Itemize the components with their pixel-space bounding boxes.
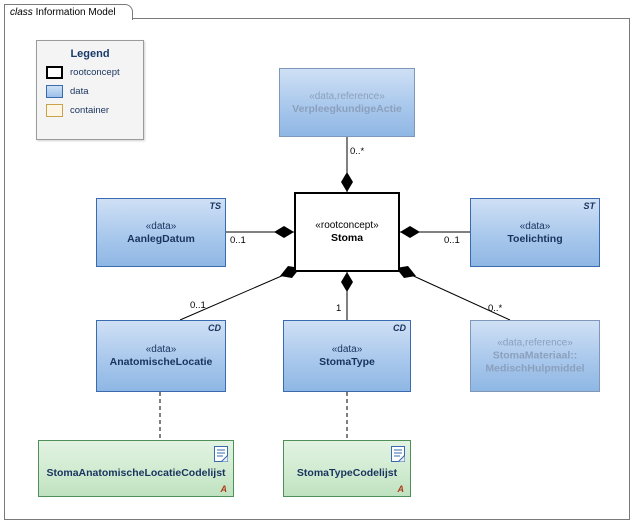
diagram-frame-label: class Information Model <box>4 4 133 20</box>
class-node-stomatypecodelijst[interactable]: StomaTypeCodelijst A <box>283 440 411 497</box>
class-node-aanlegdatum[interactable]: TS «data» AanlegDatum <box>96 198 226 267</box>
frame-keyword: class <box>10 7 33 18</box>
abstract-marker: A <box>220 484 228 494</box>
class-type-tag: CD <box>208 323 221 333</box>
class-node-stomatype[interactable]: CD «data» StomaType <box>283 320 411 392</box>
class-name: StomaTypeCodelijst <box>296 467 398 479</box>
class-stereotype: «data» <box>145 344 177 355</box>
class-name: StomaAnatomischeLocatieCodelijst <box>46 467 226 479</box>
class-node-stomamateriaal[interactable]: «data,reference» StomaMateriaal:: Medisc… <box>470 320 600 392</box>
container-swatch <box>46 104 63 117</box>
class-name: Toelichting <box>507 232 563 245</box>
legend-item-container: container <box>46 104 143 117</box>
data-swatch <box>46 85 63 98</box>
class-name: VerpleegkundigeActie <box>292 102 402 115</box>
class-type-tag: ST <box>583 201 595 211</box>
class-name: StomaType <box>319 356 375 368</box>
class-node-stoma[interactable]: «rootconcept» Stoma <box>294 192 400 272</box>
legend-item-data: data <box>46 85 143 98</box>
class-name: AnatomischeLocatie <box>109 356 213 368</box>
class-node-stomaanatomischelocatiecodelijst[interactable]: StomaAnatomischeLocatieCodelijst A <box>38 440 234 497</box>
class-name: AanlegDatum <box>127 232 195 245</box>
class-stereotype: «rootconcept» <box>315 220 379 231</box>
document-icon <box>214 446 228 462</box>
multiplicity-stomatype: 1 <box>336 303 342 314</box>
class-stereotype: «data» <box>145 220 177 232</box>
rootconcept-swatch <box>46 66 63 79</box>
class-stereotype: «data» <box>519 220 551 232</box>
class-name: Stoma <box>330 232 364 244</box>
legend-item-label: container <box>70 105 110 116</box>
document-icon <box>391 446 405 462</box>
class-type-tag: TS <box>209 201 221 211</box>
legend: Legend rootconcept data container <box>36 40 144 140</box>
multiplicity-toelichting: 0..1 <box>444 235 460 246</box>
class-node-anatomischelocatie[interactable]: CD «data» AnatomischeLocatie <box>96 320 226 392</box>
class-node-verpleegkundigeactie[interactable]: «data,reference» VerpleegkundigeActie <box>279 68 415 137</box>
multiplicity-verpleegkundigeactie: 0..* <box>350 146 365 157</box>
legend-item-label: data <box>70 86 89 97</box>
legend-item-rootconcept: rootconcept <box>46 66 143 79</box>
multiplicity-anatomischelocatie: 0..1 <box>190 300 206 311</box>
class-stereotype: «data» <box>331 344 363 355</box>
class-stereotype: «data,reference» <box>497 337 573 349</box>
class-name-second-line: MedischHulpmiddel <box>485 362 585 375</box>
multiplicity-aanlegdatum: 0..1 <box>230 235 246 246</box>
class-type-tag: CD <box>393 323 406 333</box>
legend-item-label: rootconcept <box>70 67 120 78</box>
legend-title: Legend <box>70 48 110 60</box>
multiplicity-stomamateriaal: 0..* <box>488 303 503 314</box>
frame-title: Information Model <box>35 7 116 18</box>
abstract-marker: A <box>397 484 405 494</box>
class-node-toelichting[interactable]: ST «data» Toelichting <box>470 198 600 267</box>
class-stereotype: «data,reference» <box>309 90 385 102</box>
class-name: StomaMateriaal:: <box>492 349 578 362</box>
